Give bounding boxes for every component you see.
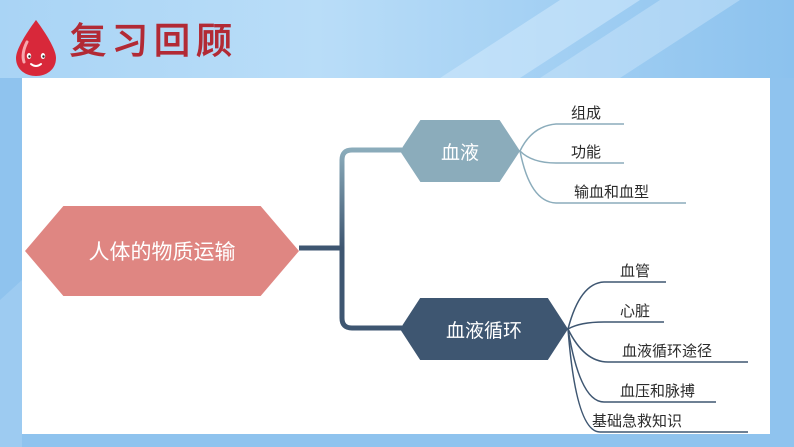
leaf-node: 血管: [620, 262, 651, 280]
root-label: 人体的物质运输: [88, 240, 236, 264]
branch-2-leaf-lines: [567, 281, 748, 433]
root-node: 人体的物质运输: [25, 206, 299, 296]
branch-2-connector: [339, 248, 402, 331]
leaf-node: 血压和脉搏: [620, 382, 696, 400]
leaf-node: 心脏: [620, 302, 651, 320]
leaf-node: 功能: [571, 143, 602, 161]
branch-1-connector: [339, 147, 402, 248]
leaf-node: 血液循环途径: [622, 342, 713, 360]
leaf-node: 输血和血型: [574, 183, 650, 201]
leaf-node: 组成: [571, 104, 602, 122]
branch-label: 血液: [440, 141, 479, 164]
branch-node-circulation: 血液循环: [400, 298, 568, 360]
blood-drop-icon: [16, 20, 56, 76]
branch-node-blood: 血液: [400, 120, 520, 182]
leaf-node: 基础急救知识: [592, 412, 683, 430]
page-title: 复习回顾: [70, 21, 239, 62]
branch-label: 血液循环: [445, 319, 522, 342]
branch-1-leaf-lines: [519, 123, 686, 204]
header-band: [0, 0, 794, 78]
